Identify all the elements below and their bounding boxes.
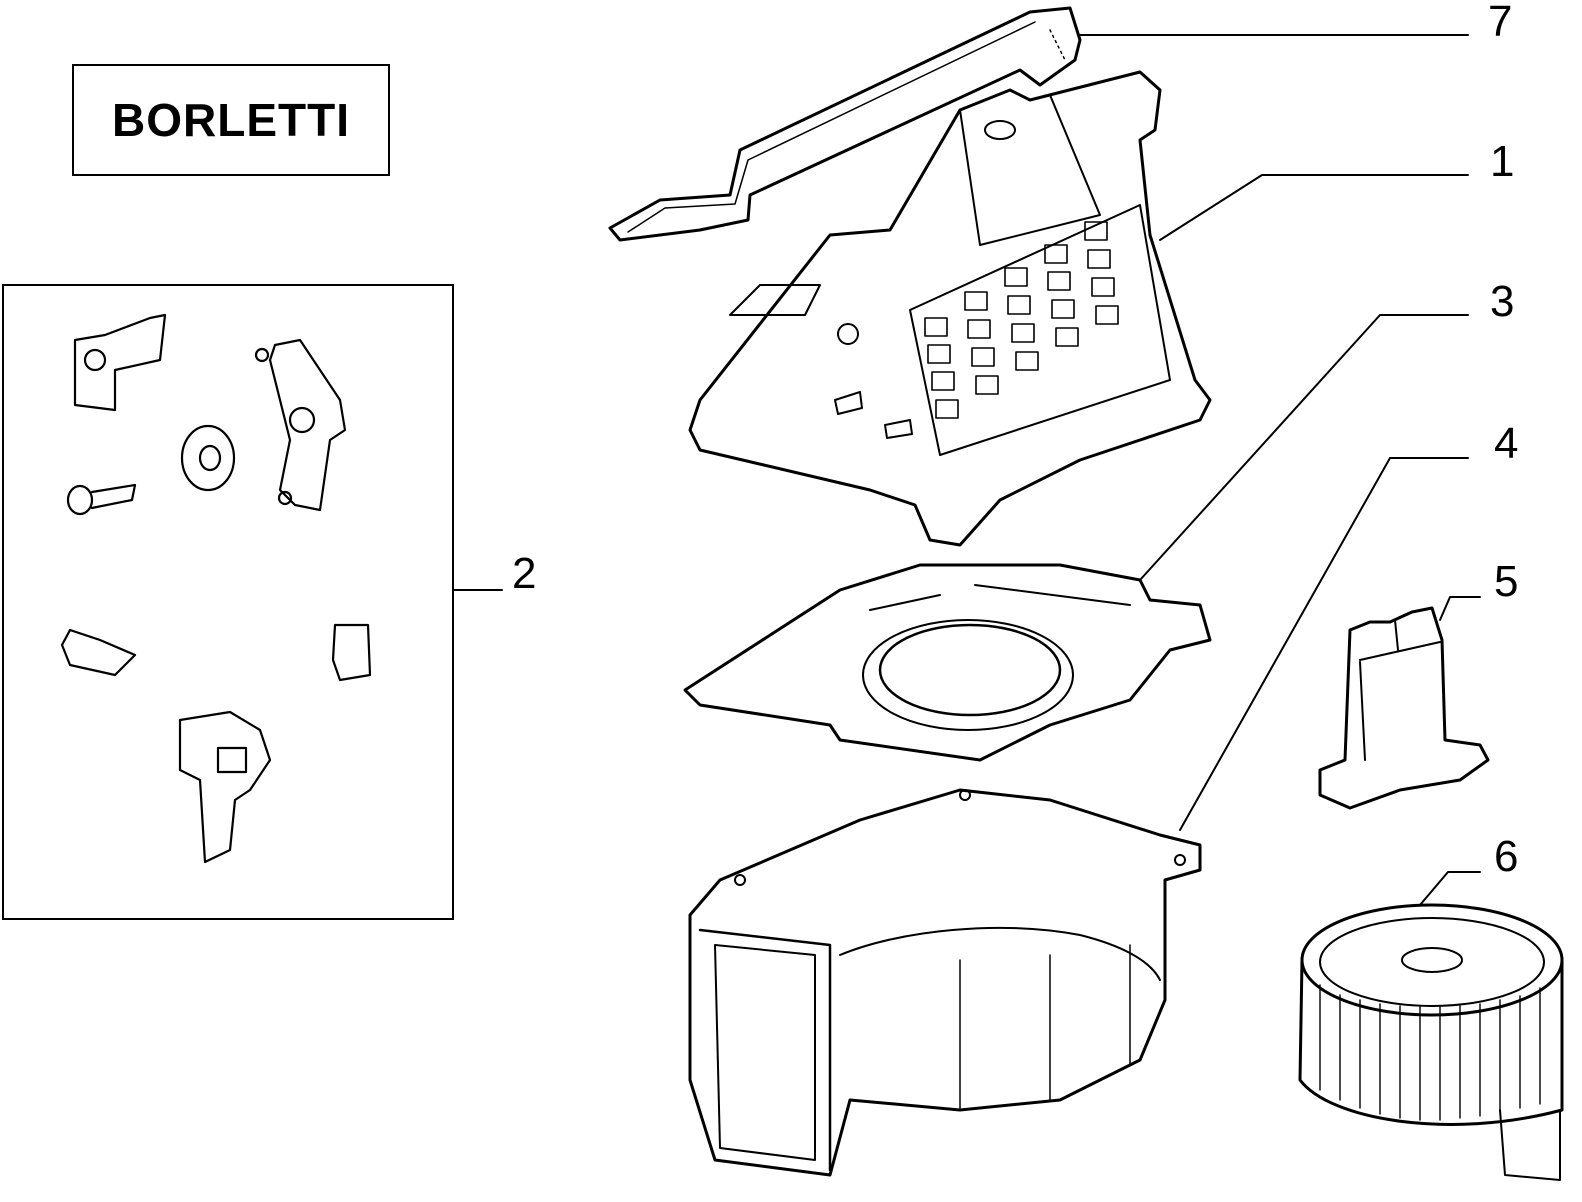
brand-label: BORLETTI [112,94,350,146]
leader-line-6 [1419,871,1481,906]
callout-5: 5 [1494,557,1519,606]
leader-line-1 [1159,174,1469,241]
kit-linkage-plate [254,338,347,512]
small-parts-kit-part-2 [60,313,372,864]
kit-clip [60,628,137,677]
kit-connector [178,710,272,864]
leader-line-5 [1439,596,1481,621]
blower-motor-part-6 [1298,903,1564,1181]
leader-line-4 [1179,457,1469,831]
small-parts-kit-frame [2,284,454,920]
callout-2: 2 [512,549,537,598]
callout-3: 3 [1490,277,1515,326]
foam-seal-strip-part-7 [608,6,1082,242]
leader-lines [453,34,1481,906]
leader-line-3 [1139,314,1469,581]
adapter-plate-part-3 [683,563,1212,762]
callout-6: 6 [1494,832,1519,881]
callout-7: 7 [1488,0,1513,46]
blower-housing-top-part-1 [688,70,1212,547]
brand-label-box: BORLETTI [72,64,390,176]
kit-lever-bracket [73,313,167,412]
callout-1: 1 [1490,137,1515,186]
resistor-part-5 [1318,606,1490,810]
kit-gear-wheel [180,424,236,492]
kit-screw [66,483,137,516]
kit-plug [331,623,372,682]
callout-4: 4 [1494,419,1519,468]
blower-housing-bottom-part-4 [688,788,1202,1177]
